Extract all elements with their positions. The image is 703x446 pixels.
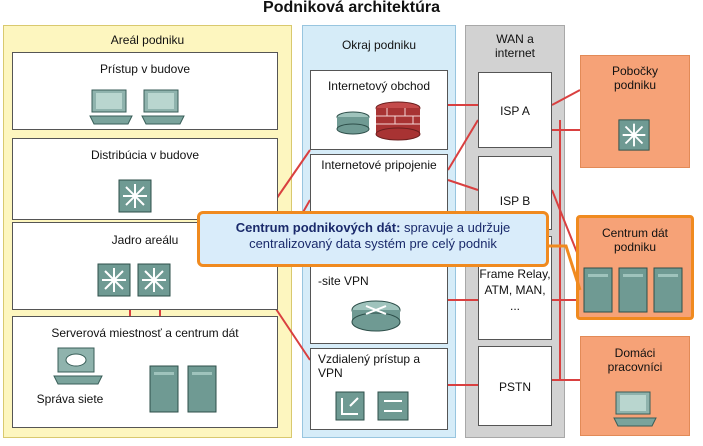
management-label: Správa siete bbox=[36, 392, 104, 406]
server-icon bbox=[336, 111, 370, 135]
multilayer-switch-icon bbox=[118, 179, 152, 213]
multilayer-switch-icon bbox=[618, 119, 650, 151]
remote-access-label: Vzdialený prístup a VPN bbox=[318, 352, 421, 380]
server-icon bbox=[583, 267, 613, 313]
datacenter-label: Centrum dát podniku bbox=[601, 226, 669, 254]
pstn-box bbox=[478, 346, 552, 426]
home-workers-label: Domáci pracovníci bbox=[607, 346, 663, 374]
pstn-label: PSTN bbox=[498, 380, 531, 394]
ecommerce-label: Internetový obchod bbox=[327, 79, 431, 93]
server-icon bbox=[653, 267, 683, 313]
frame-relay-label: Frame Relay, ATM, MAN, ... bbox=[479, 267, 551, 313]
diagram-title: Podniková architektúra bbox=[263, 0, 440, 16]
isp-b-label: ISP B bbox=[499, 194, 531, 208]
pc-icon bbox=[89, 89, 133, 125]
router-icon bbox=[351, 300, 401, 332]
isp-a-label: ISP A bbox=[500, 104, 530, 118]
callout-title: Centrum podnikových dát: bbox=[235, 220, 401, 235]
distribution-label: Distribúcia v budove bbox=[90, 148, 200, 162]
isp-a-box bbox=[478, 72, 552, 148]
branch-label: Pobočky podniku bbox=[611, 64, 659, 92]
datacenter-callout: Centrum podnikových dát: spravuje a udrž… bbox=[197, 211, 549, 267]
server-icon bbox=[187, 365, 217, 413]
vpn-concentrator-icon bbox=[335, 391, 365, 421]
server-room-label: Serverová miestnosť a centrum dát bbox=[51, 326, 239, 340]
multilayer-switch-icon bbox=[137, 263, 171, 297]
campus-label: Areál podniku bbox=[110, 33, 185, 47]
pc-icon bbox=[141, 89, 185, 125]
firewall-icon bbox=[375, 101, 421, 141]
multilayer-switch-icon bbox=[97, 263, 131, 297]
callout-text: spravuje a udržuje centralizovaný data s… bbox=[249, 220, 511, 251]
switch-icon bbox=[377, 391, 409, 421]
server-icon bbox=[618, 267, 648, 313]
internet-connection-label: Internetové pripojenie bbox=[321, 158, 437, 172]
edge-label: Okraj podniku bbox=[341, 38, 417, 52]
server-icon bbox=[149, 365, 179, 413]
internet-connection-box bbox=[310, 154, 448, 214]
server-room-box bbox=[12, 316, 278, 428]
management-workstation-icon bbox=[53, 347, 103, 385]
wan-label: WAN a internet bbox=[494, 32, 536, 60]
access-label: Prístup v budove bbox=[99, 62, 191, 76]
pc-icon bbox=[613, 391, 657, 427]
site-vpn-label: -site VPN bbox=[318, 274, 369, 288]
remote-access-box bbox=[310, 348, 448, 430]
core-label: Jadro areálu bbox=[111, 233, 179, 247]
